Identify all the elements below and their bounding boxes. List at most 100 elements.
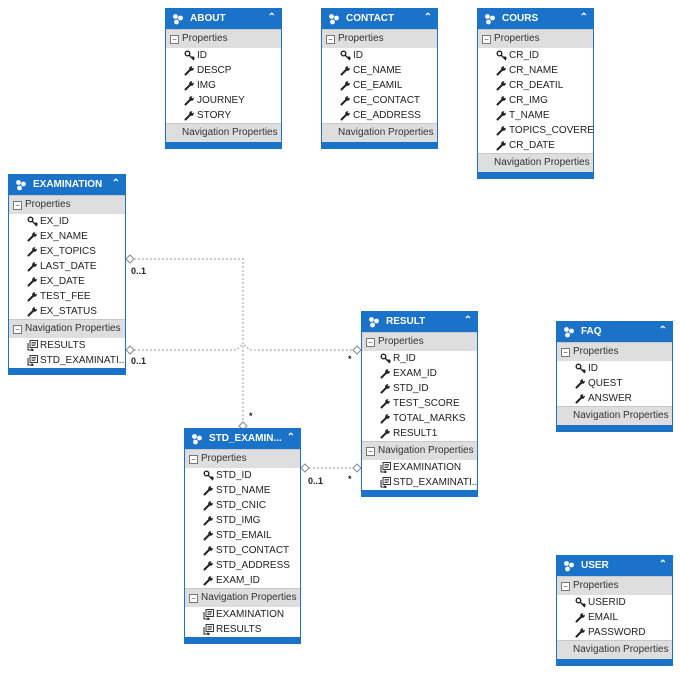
entity-header[interactable]: RESULT⌃ bbox=[362, 312, 477, 332]
scalar-property[interactable]: STD_CNIC bbox=[185, 498, 300, 513]
entity-header[interactable]: FAQ⌃ bbox=[557, 322, 672, 342]
key-property[interactable]: CR_ID bbox=[478, 48, 593, 63]
scalar-property[interactable]: LAST_DATE bbox=[9, 259, 125, 274]
scalar-property[interactable]: EMAIL bbox=[557, 610, 672, 625]
navigation-property[interactable]: RESULTS bbox=[185, 622, 300, 637]
collapse-icon[interactable]: ⌃ bbox=[423, 12, 432, 23]
collapse-icon[interactable]: ⌃ bbox=[286, 432, 295, 443]
properties-section-header[interactable]: −Properties bbox=[322, 29, 437, 48]
navigation-section-header[interactable]: Navigation Properties bbox=[322, 123, 437, 142]
collapse-icon[interactable]: ⌃ bbox=[658, 325, 667, 336]
collapse-icon[interactable]: ⌃ bbox=[658, 559, 667, 570]
scalar-property[interactable]: DESCP bbox=[166, 63, 281, 78]
navigation-property[interactable]: EXAMINATION bbox=[185, 607, 300, 622]
collapse-toggle-icon[interactable]: − bbox=[13, 325, 22, 334]
collapse-toggle-icon[interactable]: − bbox=[170, 35, 179, 44]
properties-section-header[interactable]: −Properties bbox=[9, 195, 125, 214]
scalar-property[interactable]: CE_NAME bbox=[322, 63, 437, 78]
properties-section-header[interactable]: −Properties bbox=[166, 29, 281, 48]
scalar-property[interactable]: EXAM_ID bbox=[362, 366, 477, 381]
navigation-property[interactable]: STD_EXAMINATI... bbox=[362, 475, 477, 490]
collapse-icon[interactable]: ⌃ bbox=[579, 12, 588, 23]
scalar-property[interactable]: IMG bbox=[166, 78, 281, 93]
navigation-section-header[interactable]: −Navigation Properties bbox=[185, 588, 300, 607]
collapse-toggle-icon[interactable]: − bbox=[366, 338, 375, 347]
scalar-property[interactable]: TOTAL_MARKS bbox=[362, 411, 477, 426]
properties-section-header[interactable]: −Properties bbox=[557, 576, 672, 595]
navigation-property[interactable]: EXAMINATION bbox=[362, 460, 477, 475]
scalar-property[interactable]: CE_EAMIL bbox=[322, 78, 437, 93]
scalar-property[interactable]: STORY bbox=[166, 108, 281, 123]
scalar-property[interactable]: CR_NAME bbox=[478, 63, 593, 78]
scalar-property[interactable]: EX_NAME bbox=[9, 229, 125, 244]
key-property[interactable]: EX_ID bbox=[9, 214, 125, 229]
collapse-toggle-icon[interactable]: − bbox=[326, 35, 335, 44]
collapse-icon[interactable]: ⌃ bbox=[267, 12, 276, 23]
collapse-toggle-icon[interactable]: − bbox=[366, 447, 375, 456]
scalar-property[interactable]: CR_IMG bbox=[478, 93, 593, 108]
scalar-property[interactable]: STD_CONTACT bbox=[185, 543, 300, 558]
scalar-property[interactable]: EX_STATUS bbox=[9, 304, 125, 319]
collapse-toggle-icon[interactable]: − bbox=[561, 348, 570, 357]
collapse-toggle-icon[interactable]: − bbox=[189, 455, 198, 464]
scalar-property[interactable]: PASSWORD bbox=[557, 625, 672, 640]
navigation-section-header[interactable]: Navigation Properties bbox=[166, 123, 281, 142]
collapse-toggle-icon[interactable]: − bbox=[561, 582, 570, 591]
navigation-section-header[interactable]: −Navigation Properties bbox=[9, 319, 125, 338]
scalar-property[interactable]: CR_DATE bbox=[478, 138, 593, 153]
key-property[interactable]: ID bbox=[557, 361, 672, 376]
scalar-property[interactable]: EXAM_ID bbox=[185, 573, 300, 588]
scalar-property[interactable]: QUEST bbox=[557, 376, 672, 391]
collapse-toggle-icon[interactable]: − bbox=[13, 201, 22, 210]
scalar-property[interactable]: STD_IMG bbox=[185, 513, 300, 528]
properties-section-header[interactable]: −Properties bbox=[478, 29, 593, 48]
entity-header[interactable]: COURS⌃ bbox=[478, 9, 593, 29]
navigation-section-header[interactable]: −Navigation Properties bbox=[362, 441, 477, 460]
scalar-property[interactable]: STD_ID bbox=[362, 381, 477, 396]
collapse-toggle-icon[interactable]: − bbox=[482, 35, 491, 44]
scalar-property[interactable]: CR_DEATIL bbox=[478, 78, 593, 93]
entity-header[interactable]: STD_EXAMIN...⌃ bbox=[185, 429, 300, 449]
properties-section-header[interactable]: −Properties bbox=[362, 332, 477, 351]
entity-header[interactable]: CONTACT⌃ bbox=[322, 9, 437, 29]
scalar-property[interactable]: T_NAME bbox=[478, 108, 593, 123]
entity-header[interactable]: USER⌃ bbox=[557, 556, 672, 576]
navigation-section-header[interactable]: Navigation Properties bbox=[478, 153, 593, 172]
properties-section-header[interactable]: −Properties bbox=[557, 342, 672, 361]
navigation-property[interactable]: STD_EXAMINATI... bbox=[9, 353, 125, 368]
key-property[interactable]: ID bbox=[322, 48, 437, 63]
scalar-property[interactable]: EX_DATE bbox=[9, 274, 125, 289]
properties-section-header[interactable]: −Properties bbox=[185, 449, 300, 468]
collapse-icon[interactable]: ⌃ bbox=[111, 178, 120, 189]
scalar-property[interactable]: TEST_FEE bbox=[9, 289, 125, 304]
scalar-property[interactable]: JOURNEY bbox=[166, 93, 281, 108]
entity-header[interactable]: EXAMINATION⌃ bbox=[9, 175, 125, 195]
key-property[interactable]: R_ID bbox=[362, 351, 477, 366]
key-property[interactable]: ID bbox=[166, 48, 281, 63]
scalar-property[interactable]: TEST_SCORE bbox=[362, 396, 477, 411]
scalar-property[interactable]: STD_ADDRESS bbox=[185, 558, 300, 573]
scalar-property[interactable]: STD_NAME bbox=[185, 483, 300, 498]
scalar-property[interactable]: RESULT1 bbox=[362, 426, 477, 441]
collapse-icon[interactable]: ⌃ bbox=[463, 315, 472, 326]
navigation-section-header[interactable]: Navigation Properties bbox=[557, 406, 672, 425]
scalar-property[interactable]: CE_CONTACT bbox=[322, 93, 437, 108]
scalar-property[interactable]: TOPICS_COVERED bbox=[478, 123, 593, 138]
key-property[interactable]: USERID bbox=[557, 595, 672, 610]
key-property[interactable]: STD_ID bbox=[185, 468, 300, 483]
navigation-section-header[interactable]: Navigation Properties bbox=[557, 640, 672, 659]
navigation-property[interactable]: RESULTS bbox=[9, 338, 125, 353]
collapse-toggle-icon[interactable]: − bbox=[189, 594, 198, 603]
scalar-property[interactable]: EX_TOPICS bbox=[9, 244, 125, 259]
scalar-property[interactable]: STD_EMAIL bbox=[185, 528, 300, 543]
entity-header[interactable]: ABOUT⌃ bbox=[166, 9, 281, 29]
scalar-property[interactable]: ANSWER bbox=[557, 391, 672, 406]
